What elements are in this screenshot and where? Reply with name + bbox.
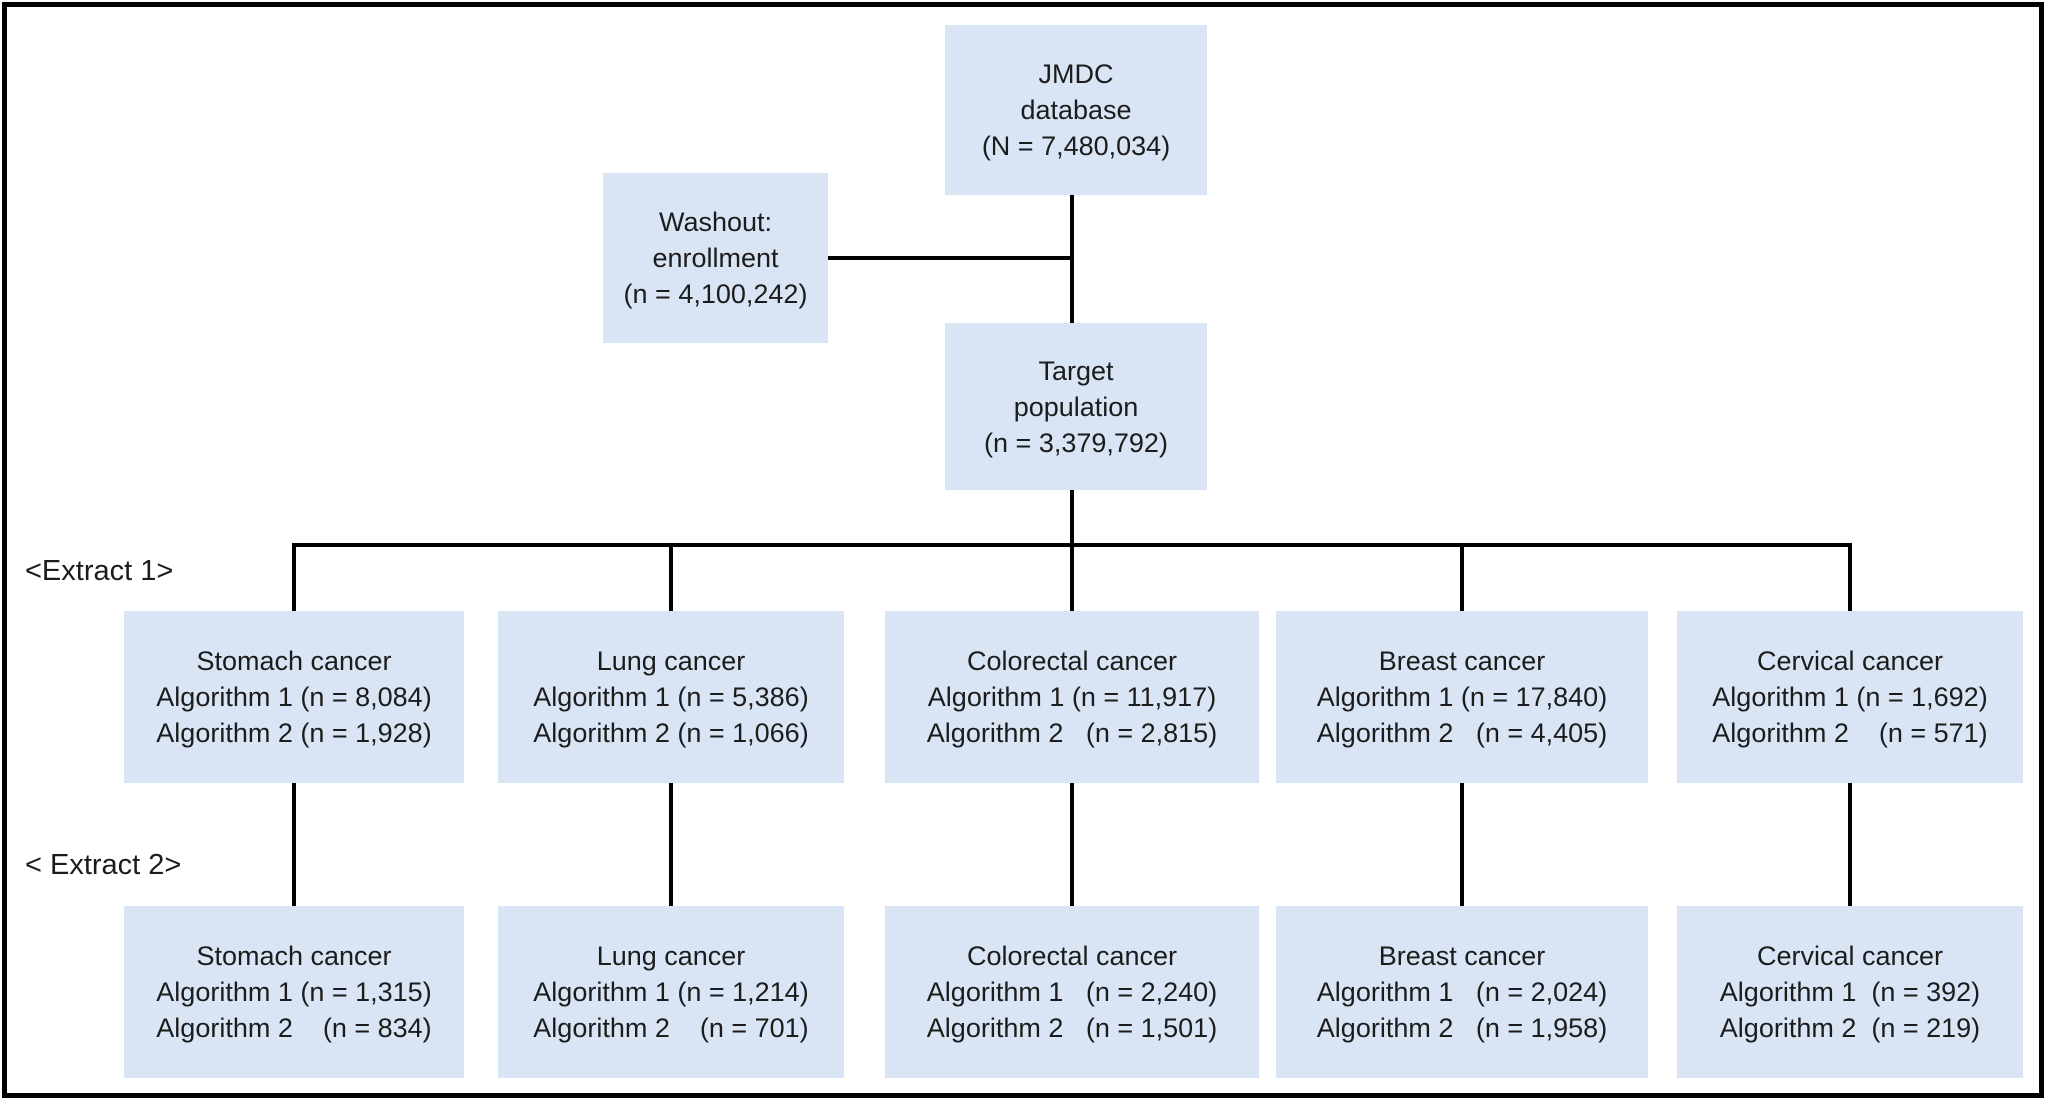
connector-target-to-branch xyxy=(1070,490,1074,547)
box-alg2: Algorithm 2 (n = 2,815) xyxy=(926,718,1218,748)
box-alg1: Algorithm 1 (n = 1,692) xyxy=(1712,682,1988,712)
box-title: Cervical cancer xyxy=(1756,941,1944,971)
connector-lung-e1-e2 xyxy=(669,783,673,906)
drop-lung xyxy=(669,543,673,611)
drop-stomach xyxy=(292,543,296,611)
extract1-cervical-cancer-box: Cervical cancer Algorithm 1 (n = 1,692) … xyxy=(1677,611,2023,783)
box-title: Colorectal cancer xyxy=(966,941,1178,971)
box-alg2: Algorithm 2 (n = 1,066) xyxy=(533,718,809,748)
box-alg1: Algorithm 1 (n = 1,315) xyxy=(156,977,432,1007)
connector-breast-e1-e2 xyxy=(1460,783,1464,906)
box-alg2: Algorithm 2 (n = 1,501) xyxy=(926,1013,1218,1043)
connector-stomach-e1-e2 xyxy=(292,783,296,906)
extract2-breast-cancer-box: Breast cancer Algorithm 1 (n = 2,024) Al… xyxy=(1276,906,1648,1078)
extract2-lung-cancer-box: Lung cancer Algorithm 1 (n = 1,214) Algo… xyxy=(498,906,844,1078)
box-title: Lung cancer xyxy=(596,646,746,676)
box-alg2: Algorithm 2 (n = 4,405) xyxy=(1316,718,1608,748)
box-alg2: Algorithm 2 (n = 1,928) xyxy=(156,718,432,748)
connector-washout-branch xyxy=(828,256,1074,260)
extract1-breast-cancer-box: Breast cancer Algorithm 1 (n = 17,840) A… xyxy=(1276,611,1648,783)
box-alg2: Algorithm 2 (n = 834) xyxy=(156,1013,432,1043)
jmdc-line-3: (N = 7,480,034) xyxy=(981,131,1171,161)
target-line-2: population xyxy=(1013,391,1139,422)
box-alg1: Algorithm 1 (n = 2,024) xyxy=(1316,977,1608,1007)
box-title: Breast cancer xyxy=(1378,646,1546,676)
washout-enrollment-box: Washout: enrollment (n = 4,100,242) xyxy=(603,173,828,343)
connector-cervical-e1-e2 xyxy=(1848,783,1852,906)
washout-line-2: enrollment xyxy=(652,243,779,273)
box-alg1: Algorithm 1 (n = 392) xyxy=(1719,977,1981,1007)
extract-1-label: <Extract 1> xyxy=(25,555,174,587)
extract-2-label: < Extract 2> xyxy=(25,849,182,881)
extract1-lung-cancer-box: Lung cancer Algorithm 1 (n = 5,386) Algo… xyxy=(498,611,844,783)
extract2-cervical-cancer-box: Cervical cancer Algorithm 1 (n = 392) Al… xyxy=(1677,906,2023,1078)
box-alg1: Algorithm 1 (n = 1,214) xyxy=(533,977,809,1007)
box-alg2: Algorithm 2 (n = 1,958) xyxy=(1316,1013,1608,1043)
box-alg2: Algorithm 2 (n = 219) xyxy=(1719,1013,1981,1043)
target-line-3: (n = 3,379,792) xyxy=(984,427,1168,458)
box-alg2: Algorithm 2 (n = 701) xyxy=(533,1013,809,1043)
extract1-stomach-cancer-box: Stomach cancer Algorithm 1 (n = 8,084) A… xyxy=(124,611,464,783)
extract2-colorectal-cancer-box: Colorectal cancer Algorithm 1 (n = 2,240… xyxy=(885,906,1259,1078)
extract2-stomach-cancer-box: Stomach cancer Algorithm 1 (n = 1,315) A… xyxy=(124,906,464,1078)
box-title: Stomach cancer xyxy=(196,646,392,676)
box-alg1: Algorithm 1 (n = 17,840) xyxy=(1316,682,1608,712)
box-title: Cervical cancer xyxy=(1756,646,1944,676)
box-title: Lung cancer xyxy=(596,941,746,971)
target-line-1: Target xyxy=(1038,355,1114,386)
washout-line-1: Washout: xyxy=(658,207,773,237)
jmdc-line-2: database xyxy=(1020,95,1132,125)
box-alg1: Algorithm 1 (n = 8,084) xyxy=(156,682,432,712)
washout-line-3: (n = 4,100,242) xyxy=(623,279,808,309)
box-title: Breast cancer xyxy=(1378,941,1546,971)
drop-colorectal xyxy=(1070,543,1074,611)
extract1-colorectal-cancer-box: Colorectal cancer Algorithm 1 (n = 11,91… xyxy=(885,611,1259,783)
connector-colorectal-e1-e2 xyxy=(1070,783,1074,906)
box-alg2: Algorithm 2 (n = 571) xyxy=(1712,718,1988,748)
box-title: Stomach cancer xyxy=(196,941,392,971)
box-title: Colorectal cancer xyxy=(966,646,1178,676)
drop-breast xyxy=(1460,543,1464,611)
box-alg1: Algorithm 1 (n = 2,240) xyxy=(926,977,1218,1007)
box-alg1: Algorithm 1 (n = 5,386) xyxy=(533,682,809,712)
jmdc-database-box: JMDC database (N = 7,480,034) xyxy=(945,25,1207,195)
target-population-box: Target population (n = 3,379,792) xyxy=(945,323,1207,490)
box-alg1: Algorithm 1 (n = 11,917) xyxy=(927,682,1217,712)
drop-cervical xyxy=(1848,543,1852,611)
jmdc-line-1: JMDC xyxy=(1038,59,1114,89)
